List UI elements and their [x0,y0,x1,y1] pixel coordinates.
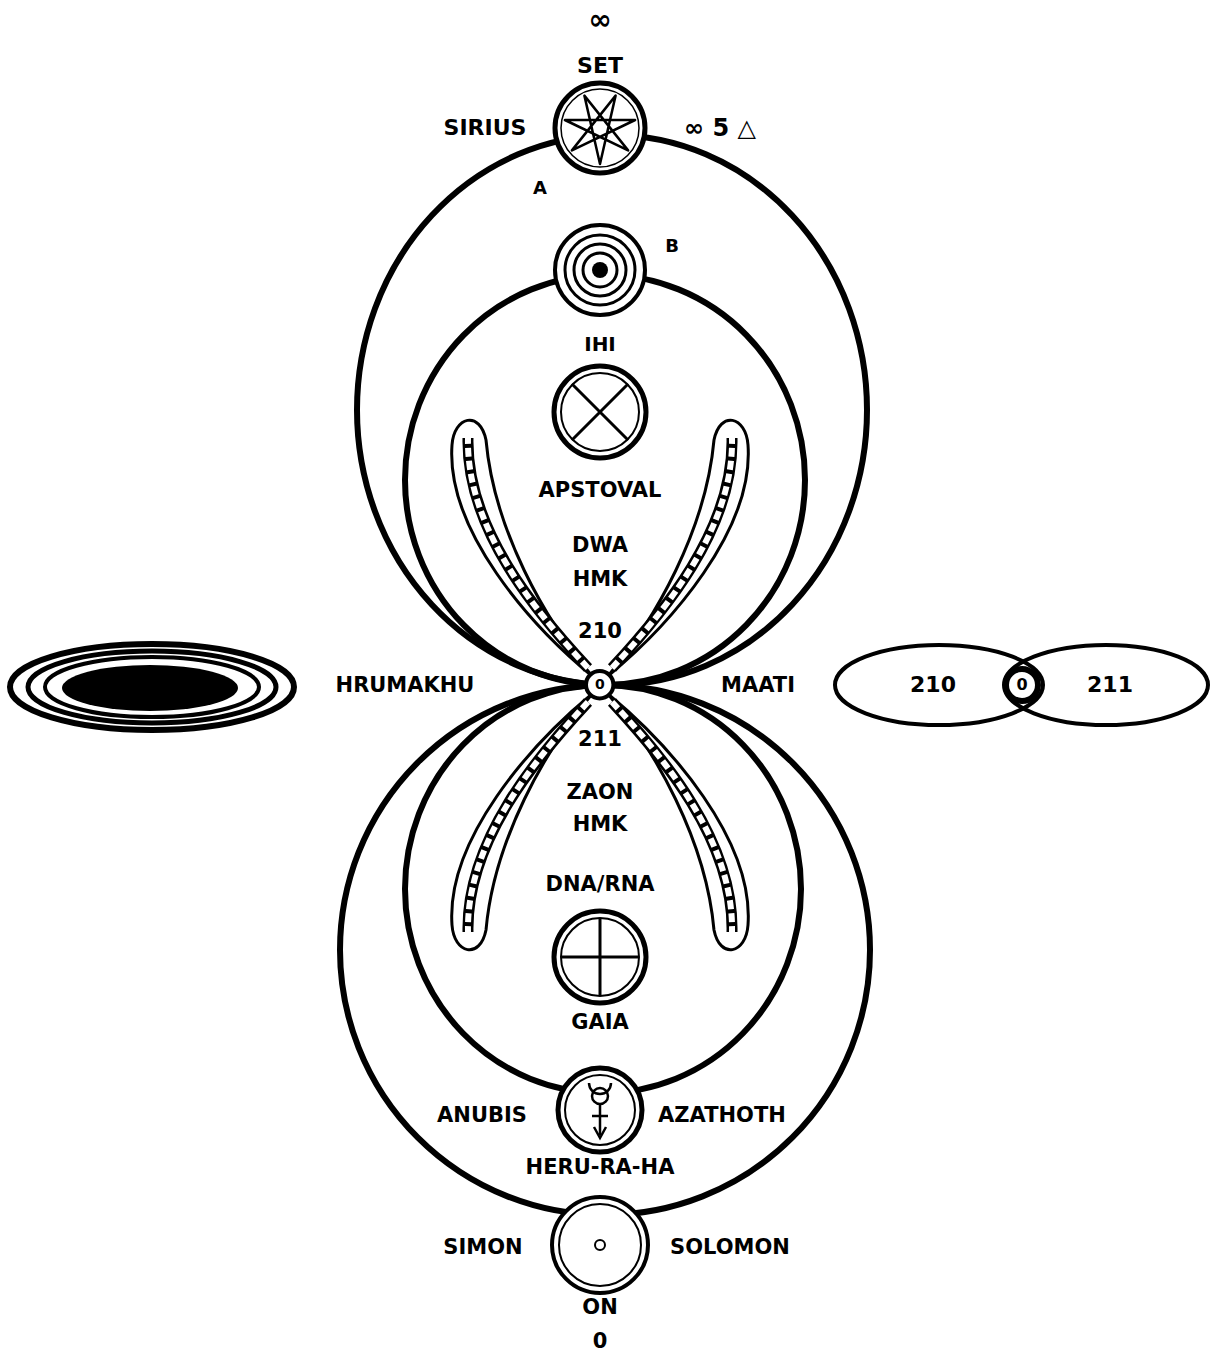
node-text: 211 [1087,673,1133,697]
name-label: HRUMAKHU [334,674,477,697]
number-label: 0 [591,1330,610,1353]
star-name: SIRIUS [442,116,529,140]
node-border [586,671,613,698]
node-text: 0 [595,677,605,692]
cross-circle [554,911,646,1003]
node-border [835,645,1043,725]
heptagram-ring [561,89,639,167]
node-text-stack: 0 [1016,676,1027,694]
name-label: ZAON [565,781,636,804]
number-label: 211 [576,728,624,751]
mercury-cross [592,1104,608,1135]
infinity-sign: ∞ [586,5,613,36]
node-text: 0 [1016,676,1027,694]
name-label: DNA/RNA [544,873,657,896]
node-border [1004,645,1208,725]
heptagram-star [565,96,635,164]
upper-outer-lobe [357,135,867,685]
name-label: DWA [570,534,630,557]
vesica-center: 0 [1003,666,1041,704]
node-text: 210 [910,673,956,697]
saltire-circle [554,366,646,458]
mercury-circle [558,1068,642,1152]
concentric-core [592,262,608,278]
spiral-ring [28,651,276,723]
node-text-stack: 211 [1087,673,1133,697]
saltire-cross [572,384,628,440]
concentric-ring [574,244,626,296]
point-letter: A [531,178,549,198]
node-text-stack: 0 [595,677,605,692]
spiral-ring [45,657,259,717]
node-text-stack: 210 [910,673,956,697]
cross-ring [561,918,639,996]
name-label: HMK [571,813,630,836]
lower-outer-lobe [340,685,870,1215]
concentric-ring [565,235,635,305]
bottom-dot [595,1240,605,1250]
mercury-orb [592,1088,608,1104]
symbol-formula: ∞ 5 △ [682,115,758,141]
heptagram-circle [555,83,645,173]
name-label: SOLOMON [668,1236,792,1259]
point-letter: B [663,236,681,256]
deity-name: ANUBIS [435,1104,529,1127]
deity-name: HERU-RA-HA [524,1156,677,1179]
cross-lines [561,918,639,996]
number-label: 210 [576,620,624,643]
name-label: IHI [582,333,618,355]
name-label: APSTOVAL [537,479,664,502]
spiral-ring [10,644,294,730]
name-label: SIMON [441,1236,524,1259]
node-border [1006,669,1038,701]
upper-inner-lobe [405,275,805,685]
name-label: MAATI [719,674,797,697]
deity-name: SET [575,54,625,78]
spiral-core [62,665,238,711]
name-label: HMK [571,568,630,591]
lower-inner-lobe [405,685,801,1093]
mercury-ring [565,1075,635,1145]
mercury-arrow [594,1127,606,1138]
bottom-circle [552,1197,648,1293]
concentric-symbol [555,225,645,315]
saltire-ring [561,373,639,451]
concentric-ring [583,253,617,287]
name-label: GAIA [569,1011,631,1034]
center-point: 0 [584,669,615,700]
deity-name: AZATHOTH [656,1104,788,1127]
name-label: ON [580,1296,619,1319]
bottom-ring [559,1204,641,1286]
